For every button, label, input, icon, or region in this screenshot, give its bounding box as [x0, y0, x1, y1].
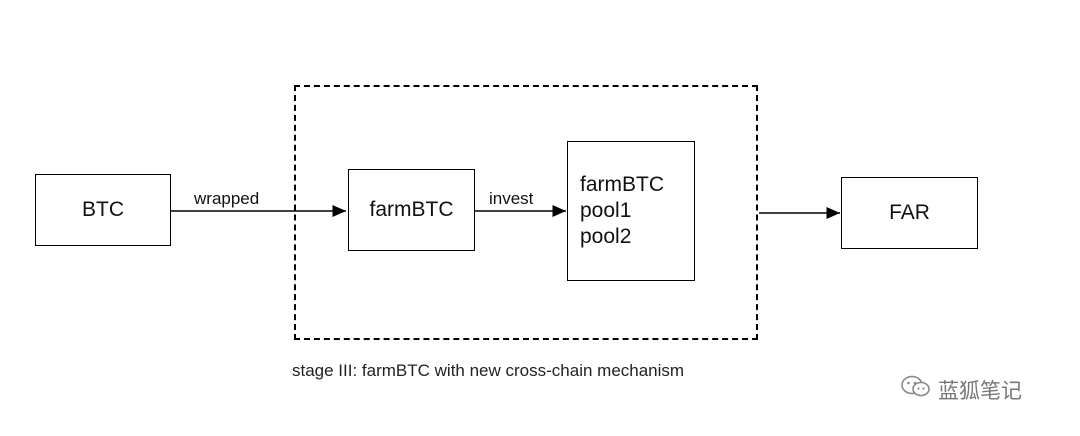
pools-node: farmBTC pool1 pool2 — [567, 141, 695, 281]
edge-label-wrapped: wrapped — [194, 189, 260, 208]
edge-label-invest: invest — [489, 189, 534, 208]
btc-node-label: BTC — [82, 198, 124, 221]
far-node-label: FAR — [889, 201, 930, 224]
pools-node-line-1: farmBTC — [580, 173, 664, 196]
btc-node: BTC — [35, 174, 171, 246]
diagram-caption: stage III: farmBTC with new cross-chain … — [292, 361, 685, 380]
pools-node-line-2: pool1 — [580, 199, 632, 222]
watermark-text: 蓝狐笔记 — [938, 380, 1022, 403]
far-node: FAR — [841, 177, 978, 249]
wechat-icon — [900, 374, 932, 406]
stage-boundary — [294, 85, 758, 340]
watermark: 蓝狐笔记 — [900, 374, 1022, 406]
farmbtc-node: farmBTC — [348, 169, 475, 251]
farmbtc-node-label: farmBTC — [369, 198, 454, 221]
pools-node-line-3: pool2 — [580, 225, 632, 248]
